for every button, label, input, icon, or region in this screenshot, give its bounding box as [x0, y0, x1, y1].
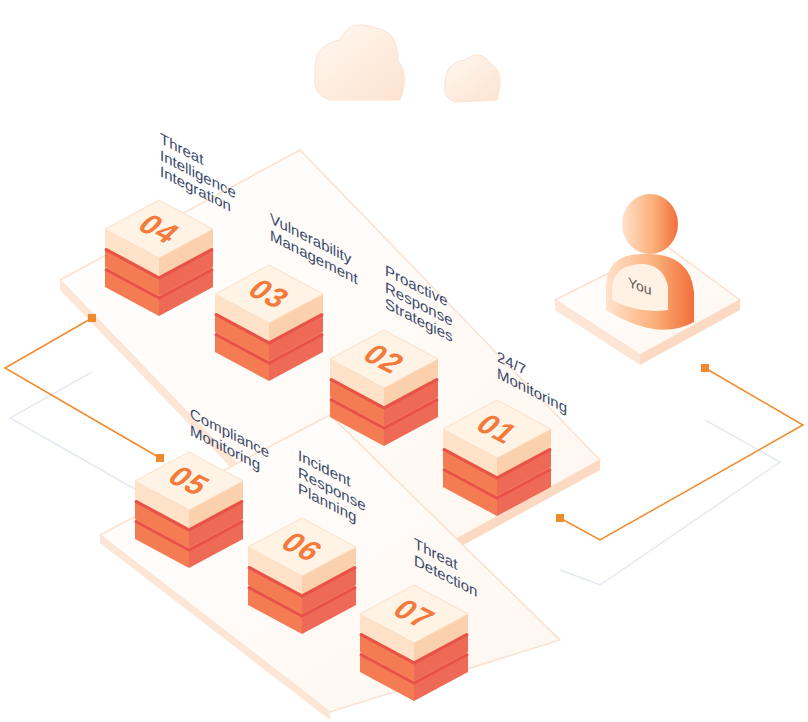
cube-stripe	[215, 334, 323, 363]
cube-stripe	[330, 379, 438, 408]
cube-top	[330, 330, 438, 388]
person-illustration	[598, 192, 708, 342]
cube-stripe	[443, 449, 551, 478]
cube-stripe	[443, 469, 551, 498]
cube-stripe	[360, 654, 468, 683]
cube-top	[248, 518, 356, 576]
service-block: 07Threat Detection	[360, 585, 468, 701]
cube-top	[443, 400, 551, 458]
user-figure: You	[598, 192, 708, 342]
service-block: 0124/7 Monitoring	[443, 400, 551, 516]
lower-platform	[100, 415, 560, 720]
cube-stripe	[215, 314, 323, 343]
cube-stripe	[248, 567, 356, 596]
service-block: 03Vulnerability Management	[215, 265, 323, 381]
cube-top	[135, 452, 243, 510]
guide-line	[10, 372, 780, 585]
cube-stripe	[135, 501, 243, 530]
cube-stripe	[360, 634, 468, 663]
wire-terminal	[88, 314, 709, 522]
person-chest	[612, 264, 668, 311]
service-block: 05Compliance Monitoring	[135, 452, 243, 568]
cube-stripe	[248, 587, 356, 616]
person-body	[606, 254, 694, 330]
cube-stripe	[105, 249, 213, 278]
cube-top	[105, 200, 213, 258]
step-label: Incident Response Planning	[298, 447, 366, 531]
cube-stripe	[330, 399, 438, 428]
upper-platform	[60, 150, 600, 602]
cube-stripe	[135, 521, 243, 550]
service-block: 04Threat Intelligence Integration	[105, 200, 213, 316]
cube-top	[360, 585, 468, 643]
cube-stripe	[105, 269, 213, 298]
cube-top	[215, 265, 323, 323]
step-label: Proactive Response Strategies	[385, 262, 453, 346]
person-head	[622, 194, 678, 254]
service-block: 02Proactive Response Strategies	[330, 330, 438, 446]
service-block: 06Incident Response Planning	[248, 518, 356, 634]
cloud	[315, 25, 500, 102]
step-label: Threat Intelligence Integration	[160, 130, 236, 218]
wire	[5, 318, 803, 540]
user-platform	[555, 245, 740, 365]
